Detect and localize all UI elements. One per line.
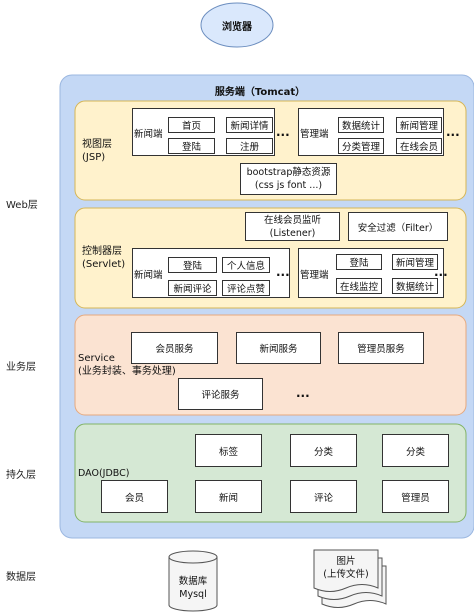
web-layer-label: Web层 xyxy=(6,200,38,211)
controller-admin-news: 新闻管理 xyxy=(392,254,438,270)
view-admin-online: 在线会员 xyxy=(396,138,442,154)
view-news-register: 注册 xyxy=(226,138,273,154)
controller-admin-monitor: 在线监控 xyxy=(336,278,382,294)
dao-tag: 标签 xyxy=(195,434,262,467)
browser-ellipse xyxy=(200,2,274,48)
files-label: 图片 (上传文件) xyxy=(314,555,378,581)
server-title: 服务端（Tomcat） xyxy=(214,86,306,98)
view-admin-more: ... xyxy=(446,125,460,139)
controller-admin-group-label: 管理端 xyxy=(300,270,329,281)
view-layer-label-line1: 视图层 xyxy=(82,139,112,150)
view-news-more: ... xyxy=(276,125,290,139)
dao-category-1: 分类 xyxy=(290,434,357,467)
controller-admin-stats: 数据统计 xyxy=(392,278,438,294)
bootstrap-line2: (css js font ...) xyxy=(254,180,323,191)
dao-comment: 评论 xyxy=(290,480,357,513)
database-cylinder-icon xyxy=(168,550,218,612)
view-news-login: 登陆 xyxy=(168,138,215,154)
listener-box: 在线会员监听 (Listener) xyxy=(245,212,340,241)
controller-news-profile: 个人信息 xyxy=(222,257,270,273)
controller-news-login: 登陆 xyxy=(168,257,217,273)
data-layer-label: 数据层 xyxy=(6,572,36,583)
files-line1: 图片 xyxy=(336,556,356,567)
dao-layer-label: DAO(JDBC) xyxy=(78,468,130,479)
documents-icon xyxy=(313,549,387,608)
view-admin-group-label: 管理端 xyxy=(300,129,329,140)
view-layer-label-line2: (JSP) xyxy=(82,152,106,163)
files-line2: (上传文件) xyxy=(323,569,369,580)
bootstrap-line1: bootstrap静态资源 xyxy=(246,167,331,178)
dao-admin: 管理员 xyxy=(382,480,449,513)
view-admin-category: 分类管理 xyxy=(338,138,384,154)
view-news-home: 首页 xyxy=(168,117,215,133)
dao-category-2: 分类 xyxy=(382,434,449,467)
controller-news-like: 评论点赞 xyxy=(222,280,270,296)
controller-news-comment: 新闻评论 xyxy=(168,280,217,296)
view-news-group-label: 新闻端 xyxy=(134,129,163,140)
database-line1: 数据库 xyxy=(178,576,208,587)
view-layer-label: 视图层 (JSP) xyxy=(82,138,112,164)
view-news-detail: 新闻详情 xyxy=(226,117,273,133)
browser-label: 浏览器 xyxy=(222,21,252,33)
comment-service: 评论服务 xyxy=(178,378,263,410)
view-admin-stats: 数据统计 xyxy=(338,117,384,133)
news-service: 新闻服务 xyxy=(236,332,321,364)
controller-news-more: ... xyxy=(276,265,290,279)
admin-service: 管理员服务 xyxy=(338,332,424,364)
listener-line2: (Listener) xyxy=(269,227,316,239)
member-service: 会员服务 xyxy=(131,332,218,364)
dao-news: 新闻 xyxy=(195,480,262,513)
view-admin-news: 新闻管理 xyxy=(396,117,442,133)
service-layer-label-line2: (业务封装、事务处理) xyxy=(78,366,176,377)
dao-member: 会员 xyxy=(101,480,168,513)
dao-layer-box xyxy=(74,423,467,523)
controller-admin-more: ... xyxy=(434,265,448,279)
bootstrap-resources: bootstrap静态资源 (css js font ...) xyxy=(240,163,337,195)
database-line2: Mysql xyxy=(179,589,207,600)
filter-box: 安全过滤（Filter） xyxy=(348,212,448,241)
listener-line1: 在线会员监听 xyxy=(263,214,321,226)
persistence-layer-label: 持久层 xyxy=(6,470,36,481)
service-layer-label: Service (业务封装、事务处理) xyxy=(78,352,176,378)
controller-layer-label: 控制器层 (Servlet) xyxy=(82,245,125,271)
controller-layer-label-line1: 控制器层 xyxy=(82,246,122,257)
controller-layer-label-line2: (Servlet) xyxy=(82,259,126,270)
service-more: ... xyxy=(296,386,310,400)
business-layer-label: 业务层 xyxy=(6,362,36,373)
controller-news-group-label: 新闻端 xyxy=(134,270,163,281)
controller-admin-login: 登陆 xyxy=(336,254,382,270)
service-layer-label-line1: Service xyxy=(78,353,115,364)
database-label: 数据库 Mysql xyxy=(169,575,217,601)
